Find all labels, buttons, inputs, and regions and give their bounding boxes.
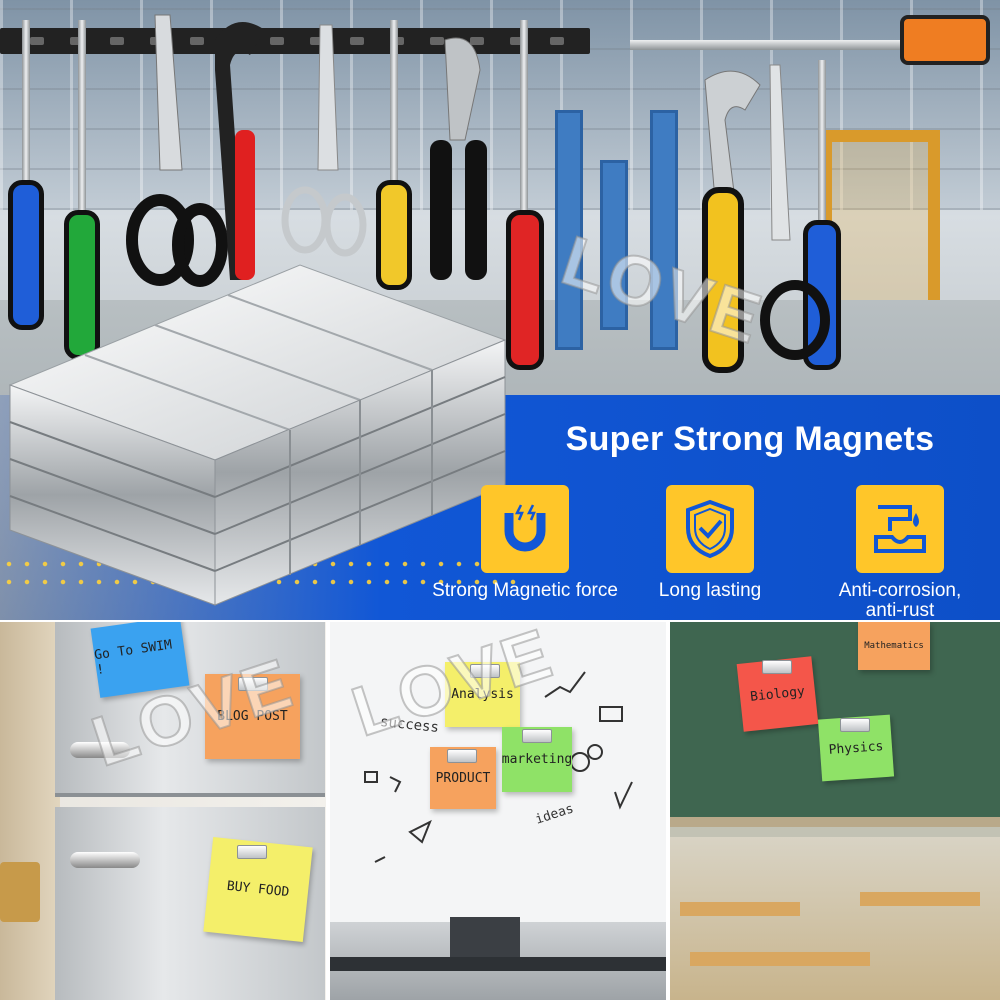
tool-bar [630, 40, 930, 50]
magnetic-tool-rail [0, 28, 590, 54]
tools-on-magnetic-rail-scene: LOVE Super Strong Magnets Strong Magneti… [0, 0, 1000, 620]
rectangular-magnet [522, 729, 552, 743]
pipe-wrench-icon [215, 22, 265, 280]
fridge-handle [70, 852, 140, 868]
doodle-icons [544, 671, 633, 810]
desk [680, 902, 800, 916]
rectangular-magnet [762, 660, 792, 674]
scissors-icon [760, 64, 830, 360]
scissors-icon [126, 14, 228, 287]
blue-column [650, 110, 678, 350]
rectangular-magnet [840, 718, 870, 732]
kitchen-wall [0, 622, 60, 1000]
feature-label: Long lasting [658, 580, 762, 601]
desk [690, 952, 870, 966]
jar [0, 862, 40, 922]
classroom-panel: Mathematics Biology Physics [670, 622, 1000, 1000]
classroom-floor [670, 837, 1000, 1000]
chair [450, 917, 520, 957]
doodle-icons [364, 771, 432, 863]
rectangular-magnet [238, 677, 268, 691]
feature-magnetic-force: Strong Magnetic force [425, 485, 625, 601]
rectangular-magnet [447, 749, 477, 763]
feature-label: Strong Magnetic force [432, 580, 618, 601]
anti-corrosion-icon [856, 485, 944, 573]
pliers-icon [430, 37, 487, 280]
sticky-note: marketing [502, 727, 572, 792]
whiteboard-panel: success ideas Analysis marketing PRODUCT… [330, 622, 666, 1000]
desk [860, 892, 980, 906]
shield-check-icon [666, 485, 754, 573]
fridge-handle [70, 742, 130, 758]
magnet-icon [481, 485, 569, 573]
blue-column [600, 160, 628, 330]
sticky-note: Mathematics [858, 622, 930, 670]
neodymium-magnet-stack [8, 264, 507, 606]
table [330, 957, 666, 971]
rectangular-magnet [237, 845, 267, 859]
sticky-note: PRODUCT [430, 747, 496, 809]
feature-long-lasting: Long lasting [610, 485, 810, 601]
blue-column [555, 110, 583, 350]
headline: Super Strong Magnets [565, 420, 935, 458]
feature-anti-corrosion: Anti-corrosion, anti-rust [800, 485, 1000, 620]
rectangular-magnet [470, 664, 500, 678]
orange-crane-frame [820, 130, 940, 300]
adjustable-wrench-icon [702, 70, 761, 373]
feature-label: Anti-corrosion, anti-rust [838, 580, 962, 621]
scissors-icon [281, 24, 367, 257]
orange-handle [900, 15, 990, 65]
fridge-panel: Go To SWIM ! BLOG POST BUY FOOD LOVE [0, 622, 326, 1000]
